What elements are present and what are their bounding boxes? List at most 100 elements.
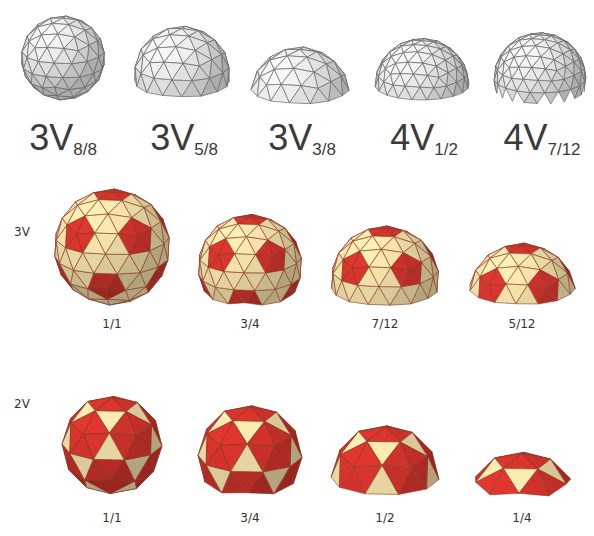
dome-facet bbox=[274, 56, 293, 70]
dome-facet bbox=[503, 453, 538, 469]
dome-facet bbox=[354, 441, 382, 466]
dome-facet bbox=[408, 52, 423, 63]
dome-facet bbox=[530, 93, 544, 104]
fraction-label: 1/4 bbox=[512, 512, 531, 525]
dome-facet bbox=[367, 427, 400, 442]
row-label: 3V bbox=[14, 226, 30, 239]
geodesic-dome bbox=[332, 226, 438, 305]
dome-facet bbox=[63, 77, 80, 89]
dome-facet bbox=[365, 465, 398, 494]
dome-facet bbox=[457, 68, 465, 82]
dome-facet bbox=[85, 480, 110, 493]
geodesic-dome bbox=[135, 26, 229, 96]
dome-facet bbox=[516, 285, 538, 304]
fraction-label: 3/4 bbox=[240, 318, 259, 331]
dome-facet bbox=[379, 268, 401, 287]
dome-facet bbox=[519, 469, 549, 496]
dome-facet bbox=[557, 280, 570, 301]
dome-facet bbox=[88, 299, 110, 305]
dome-facet bbox=[420, 87, 434, 100]
dome-facet bbox=[506, 266, 528, 285]
dome-facet bbox=[284, 249, 297, 269]
dome-facet bbox=[382, 442, 411, 468]
dome-facet bbox=[238, 217, 259, 225]
dome-facet bbox=[290, 86, 311, 104]
geodesic-dome bbox=[22, 16, 104, 100]
dome-facet bbox=[200, 247, 210, 267]
dome-label: 3V8/8 bbox=[29, 120, 97, 156]
fraction-subscript: 1/2 bbox=[434, 141, 458, 158]
geodesic-dome bbox=[62, 396, 162, 493]
dome-facet bbox=[497, 253, 518, 268]
dome-facet bbox=[117, 273, 140, 291]
dome-facet bbox=[47, 34, 64, 49]
dome-facet bbox=[331, 455, 340, 487]
fraction-label: 7/12 bbox=[372, 318, 399, 331]
dome-facet bbox=[528, 270, 546, 287]
dome-facet bbox=[522, 39, 536, 47]
dome-facet bbox=[519, 34, 532, 40]
fraction-subscript: 8/8 bbox=[73, 141, 97, 158]
dome-facet bbox=[54, 63, 71, 78]
dome-facet bbox=[470, 277, 480, 298]
dome-facet bbox=[420, 75, 434, 87]
dome-facet bbox=[150, 425, 161, 455]
geodesic-dome bbox=[55, 189, 169, 305]
dome-facet bbox=[360, 236, 381, 251]
fraction-subscript: 5/8 bbox=[194, 141, 218, 158]
geodesic-dome bbox=[475, 452, 570, 496]
dome-facet bbox=[231, 444, 263, 472]
dome-facet bbox=[95, 397, 126, 411]
dome-facet bbox=[226, 224, 247, 239]
dome-facet bbox=[88, 288, 108, 300]
dome-facet bbox=[95, 214, 118, 234]
dome-facet bbox=[372, 229, 394, 237]
dome-label: 3V3/8 bbox=[268, 120, 336, 156]
dome-facet bbox=[574, 62, 582, 76]
dome-facet bbox=[157, 35, 175, 48]
fraction-subscript: 7/12 bbox=[547, 141, 580, 158]
dome-facet bbox=[220, 421, 247, 446]
dome-facet bbox=[235, 237, 256, 255]
fraction-label: 1/1 bbox=[102, 318, 121, 331]
dome-facet bbox=[414, 63, 428, 75]
geodesic-dome bbox=[331, 426, 439, 495]
fraction-label: 3/4 bbox=[240, 512, 259, 525]
dome-facet bbox=[62, 423, 71, 453]
dome-facet bbox=[54, 49, 71, 64]
dome-label: 3V5/8 bbox=[150, 120, 218, 156]
dome-facet bbox=[94, 273, 117, 287]
dome-facet bbox=[420, 262, 433, 283]
dome-facet bbox=[401, 40, 414, 46]
dome-facet bbox=[404, 45, 418, 53]
geodesic-dome bbox=[375, 39, 469, 100]
dome-facet bbox=[83, 411, 109, 435]
dome-facet bbox=[255, 289, 275, 305]
dome-facet bbox=[509, 246, 531, 254]
dome-facet bbox=[172, 80, 192, 97]
dome-facet bbox=[234, 290, 255, 303]
geodesic-dome bbox=[251, 47, 349, 104]
dome-facet bbox=[333, 260, 343, 281]
dome-facet bbox=[379, 287, 401, 306]
dome-facet bbox=[109, 480, 135, 494]
dome-facet bbox=[94, 433, 125, 460]
dome-facet bbox=[41, 23, 57, 34]
dome-facet bbox=[391, 253, 409, 270]
dome-facet bbox=[106, 234, 130, 255]
dome-facet bbox=[118, 218, 137, 237]
dome-facet bbox=[233, 407, 265, 422]
frequency-label: 3V bbox=[268, 120, 312, 156]
dome-facet bbox=[56, 225, 67, 248]
frequency-label: 3V bbox=[150, 120, 194, 156]
geodesic-dome bbox=[494, 33, 586, 104]
dome-facet bbox=[150, 228, 164, 251]
dome-facet bbox=[532, 57, 546, 69]
fraction-subscript: 3/8 bbox=[312, 141, 336, 158]
dome-facet bbox=[109, 411, 136, 435]
dome-facet bbox=[106, 254, 130, 274]
dome-facet bbox=[231, 471, 263, 493]
dome-facet bbox=[85, 200, 108, 216]
dome-facet bbox=[43, 87, 57, 96]
dome-label: 4V7/12 bbox=[503, 120, 580, 156]
